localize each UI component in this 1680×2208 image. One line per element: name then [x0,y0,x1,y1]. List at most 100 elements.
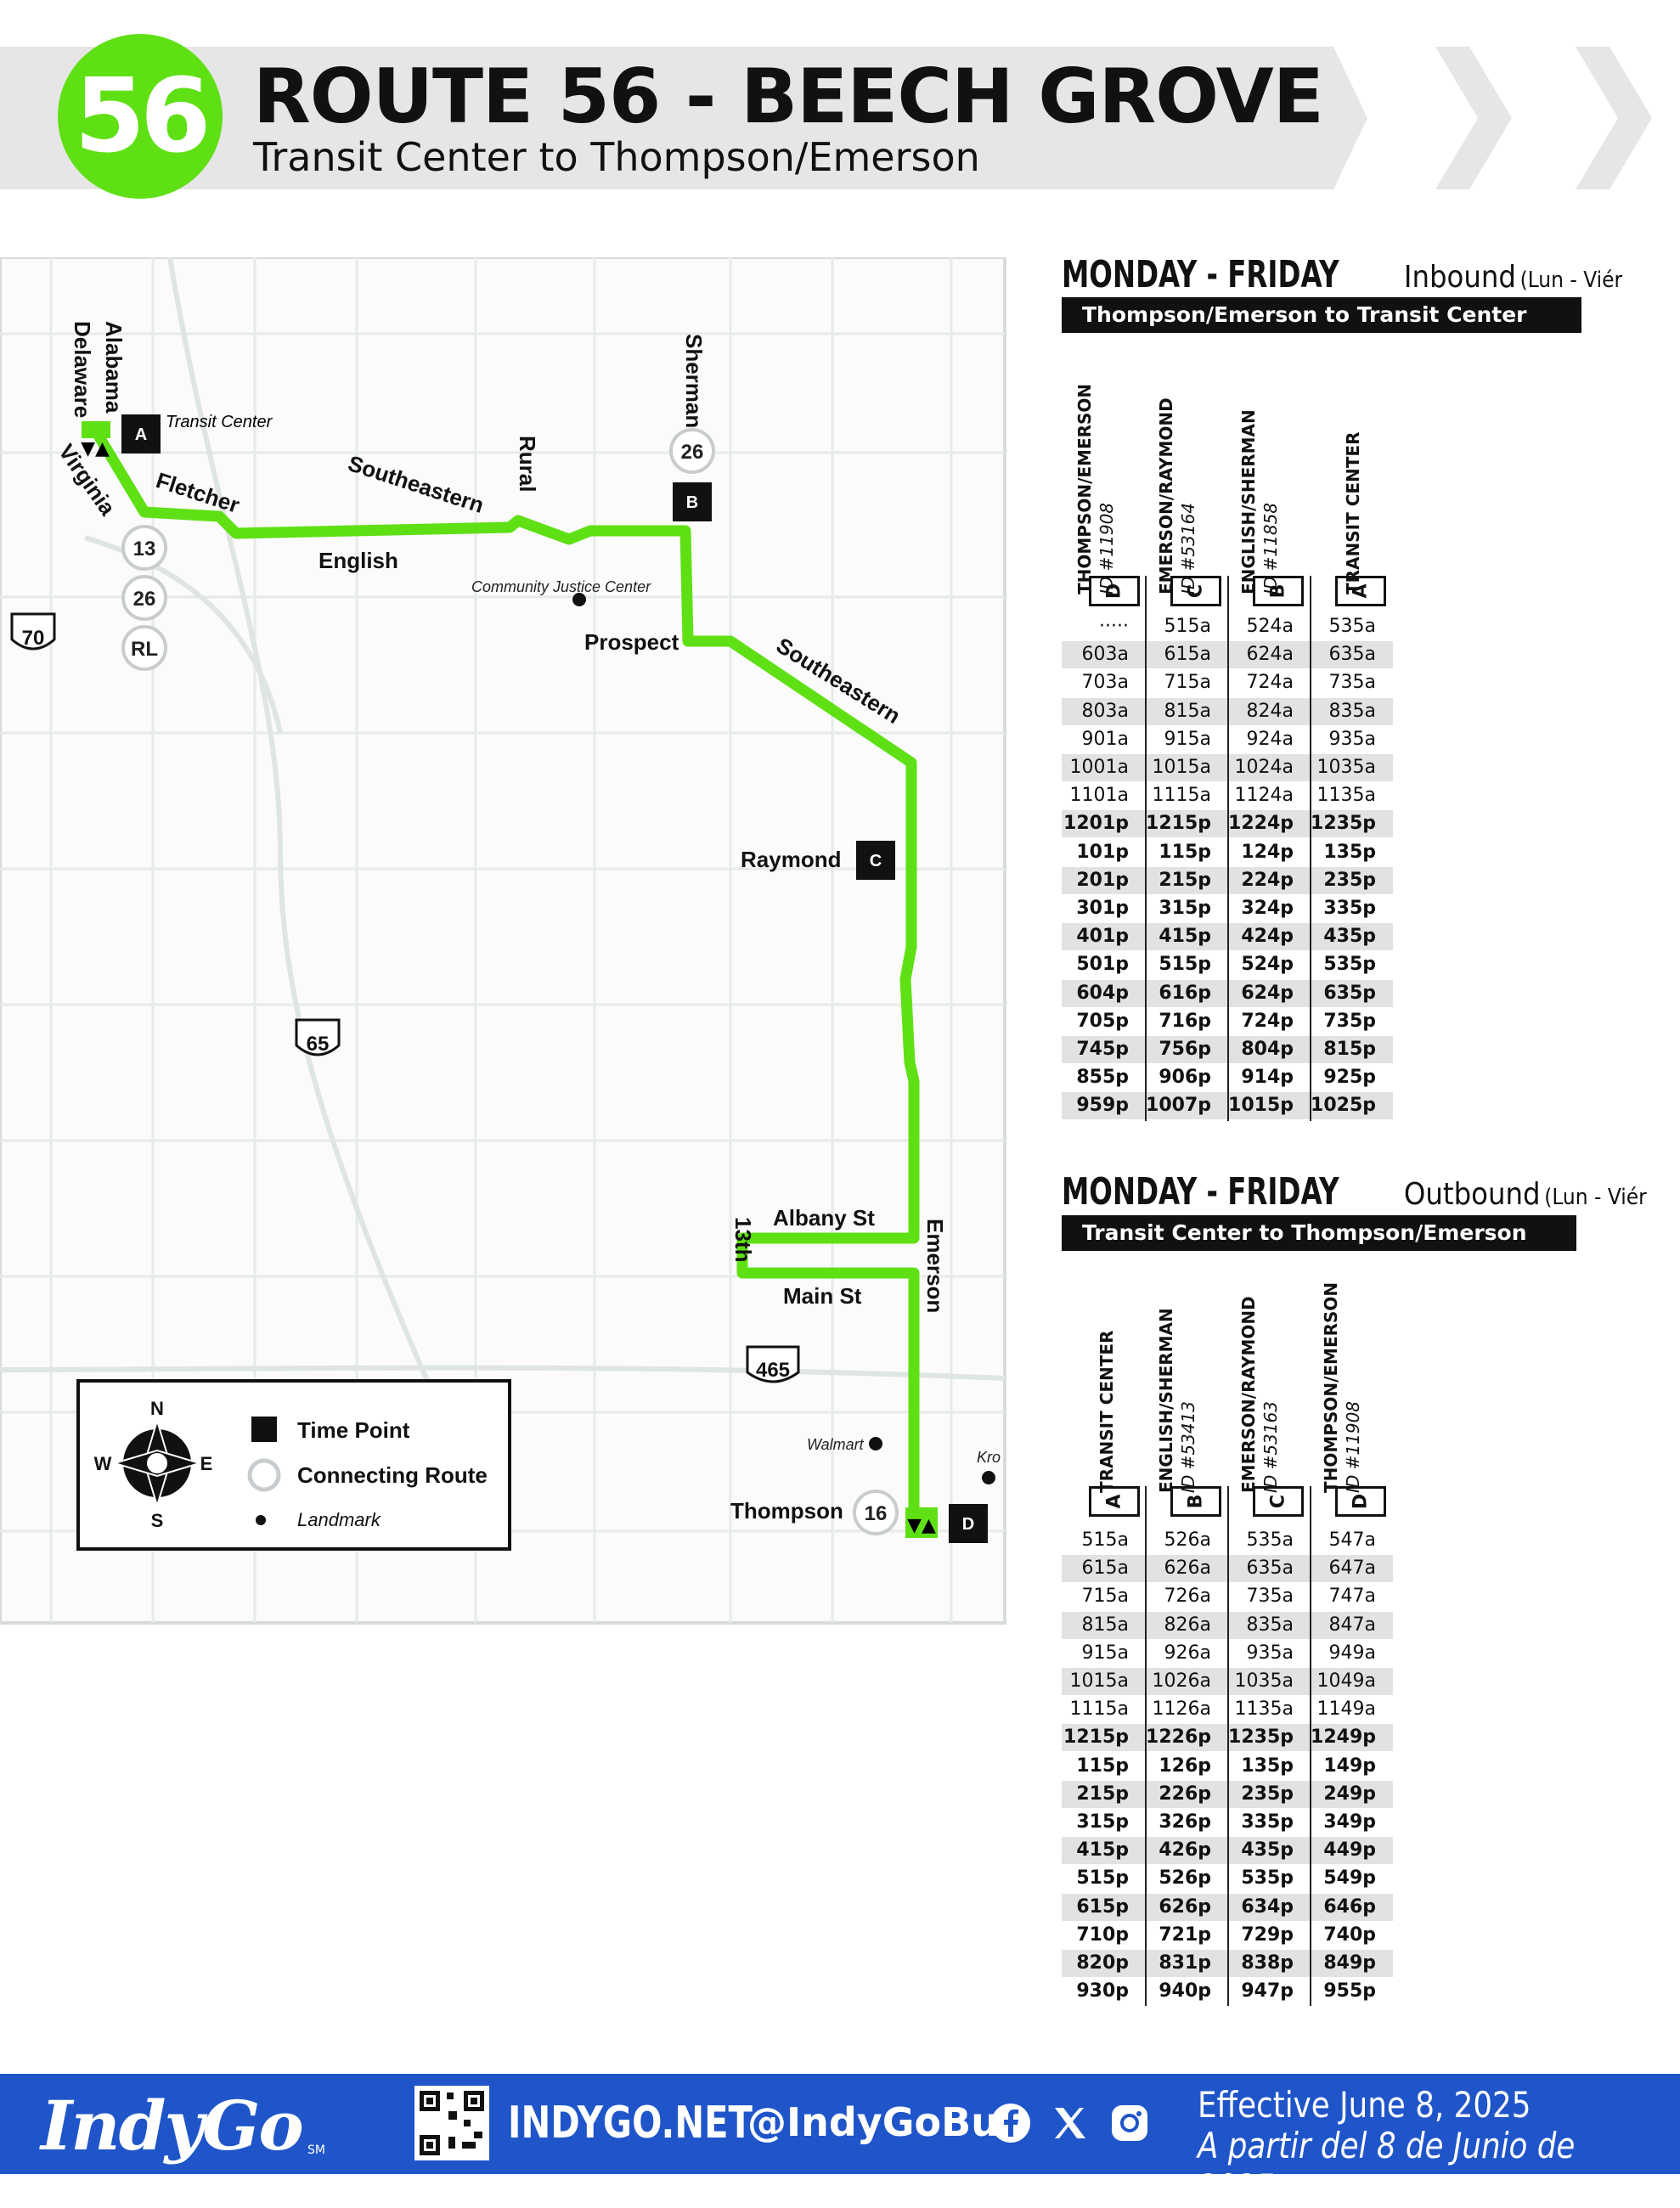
stop-id: ID #11908 [1097,502,1117,594]
time-cell: 1101a [1069,785,1129,807]
stop-name: EMERSON/RAYMOND [1156,397,1176,594]
landmark-icon [256,1515,266,1525]
column-divider [1145,576,1147,1121]
timepoint-badge: C [1253,1486,1304,1517]
time-cell: 101p [1076,841,1129,863]
column-divider [1310,576,1311,1121]
stop-name: ENGLISH/SHERMAN [1156,1308,1176,1493]
highway-i465-icon: 465 [756,1359,790,1382]
time-cell: 415p [1076,1839,1129,1862]
social-handle[interactable]: @IndyGoBus [747,2099,1023,2145]
time-cell: 835a [1246,1614,1294,1636]
time-cell: 215p [1159,869,1211,891]
compass-east: E [200,1453,213,1474]
time-cell: 435p [1323,926,1376,948]
time-cell: 603a [1081,644,1129,666]
time-cell: 635a [1328,644,1376,666]
time-cell: 215p [1076,1783,1129,1805]
time-cell: 515a [1081,1529,1129,1551]
compass-west: W [94,1453,112,1474]
column-divider [1227,1486,1229,2007]
time-cell: 756p [1159,1039,1211,1060]
website-link[interactable]: INDYGO.NET [508,2098,753,2149]
time-cell: 615a [1081,1557,1129,1580]
column-header: TRANSIT CENTER [1084,1255,1160,1494]
time-cell: 549p [1323,1867,1376,1890]
street-label-prospect: Prospect [584,629,679,655]
time-cell: 915a [1164,728,1211,750]
column-divider [1227,576,1229,1121]
connecting-route-13: 13 [133,538,156,560]
time-cell: 721p [1159,1924,1211,1946]
time-cell: 1135a [1234,1698,1294,1721]
time-cell: 135p [1323,841,1376,863]
time-cell: 935a [1246,1642,1294,1664]
time-cell: 1215p [1063,1726,1129,1749]
time-cell: 745p [1076,1039,1129,1060]
time-cell: 224p [1241,869,1294,891]
facebook-icon[interactable] [990,2103,1031,2143]
time-cell: 1249p [1311,1726,1376,1749]
time-cell: 935a [1328,728,1376,750]
compass-north: N [150,1398,164,1419]
time-cell: 515a [1164,616,1211,637]
legend-landmark: Landmark [297,1509,381,1530]
time-cell: 949a [1328,1642,1376,1664]
time-cell: 1149a [1316,1698,1376,1721]
time-cell: 135p [1241,1755,1294,1777]
timepoint-badge: C [1170,576,1221,606]
time-cell: 1015a [1069,1670,1129,1692]
time-cell: 335p [1241,1811,1294,1833]
time-cell: 705p [1076,1010,1129,1032]
time-cell: 201p [1076,869,1129,891]
timepoint-badge: A [1089,1486,1140,1517]
timepoint-badge: B [1253,576,1304,606]
time-cell: 315p [1159,898,1211,919]
time-cell: 149p [1323,1755,1376,1777]
connecting-route-16: 16 [865,1502,888,1525]
time-cell: 1124a [1234,785,1294,807]
legend-connecting-route: Connecting Route [297,1462,488,1488]
time-cell: 435p [1241,1839,1294,1862]
time-cell: 735p [1323,1010,1376,1032]
timepoint-a: A [135,425,147,444]
route-map: ▼▲ ▼▲ Delaware Alabama Virginia Fletcher… [0,257,1006,1625]
time-cell: 646p [1323,1895,1376,1918]
x-icon[interactable] [1050,2103,1091,2143]
compass-icon [111,1417,203,1509]
time-cell: 615p [1076,1895,1129,1918]
landmark-community-justice-center: Community Justice Center [471,578,651,595]
time-cell: 624p [1241,982,1294,1004]
time-cell: 925p [1323,1067,1376,1089]
instagram-icon[interactable] [1109,2103,1150,2143]
street-label-albany: Albany St [773,1205,875,1231]
time-cell: 415p [1159,926,1211,948]
time-cell: 634p [1241,1895,1294,1918]
legend-time-point: Time Point [297,1417,410,1443]
connecting-route-rl: RL [131,638,158,661]
time-cell: 847a [1328,1614,1376,1636]
qr-code-icon[interactable] [414,2086,489,2160]
map-legend: N S E W Time Point Connecting Route Land… [76,1379,511,1551]
time-cell: 1115a [1069,1698,1129,1721]
time-cell: 824a [1246,700,1294,722]
landmark-walmart: Walmart [807,1436,865,1453]
time-cell: 524a [1246,616,1294,637]
time-cell: 524p [1241,954,1294,976]
time-cell: 515p [1076,1867,1129,1890]
stop-id: ID #11858 [1260,502,1281,594]
time-cell: 1226p [1146,1726,1211,1749]
logo-mark: SM [307,2143,325,2157]
timepoint-d: D [962,1515,974,1534]
stop-name: TRANSIT CENTER [1097,1330,1117,1494]
time-cell: 515p [1159,954,1211,976]
landmark-kroger: Kro [977,1449,1001,1466]
